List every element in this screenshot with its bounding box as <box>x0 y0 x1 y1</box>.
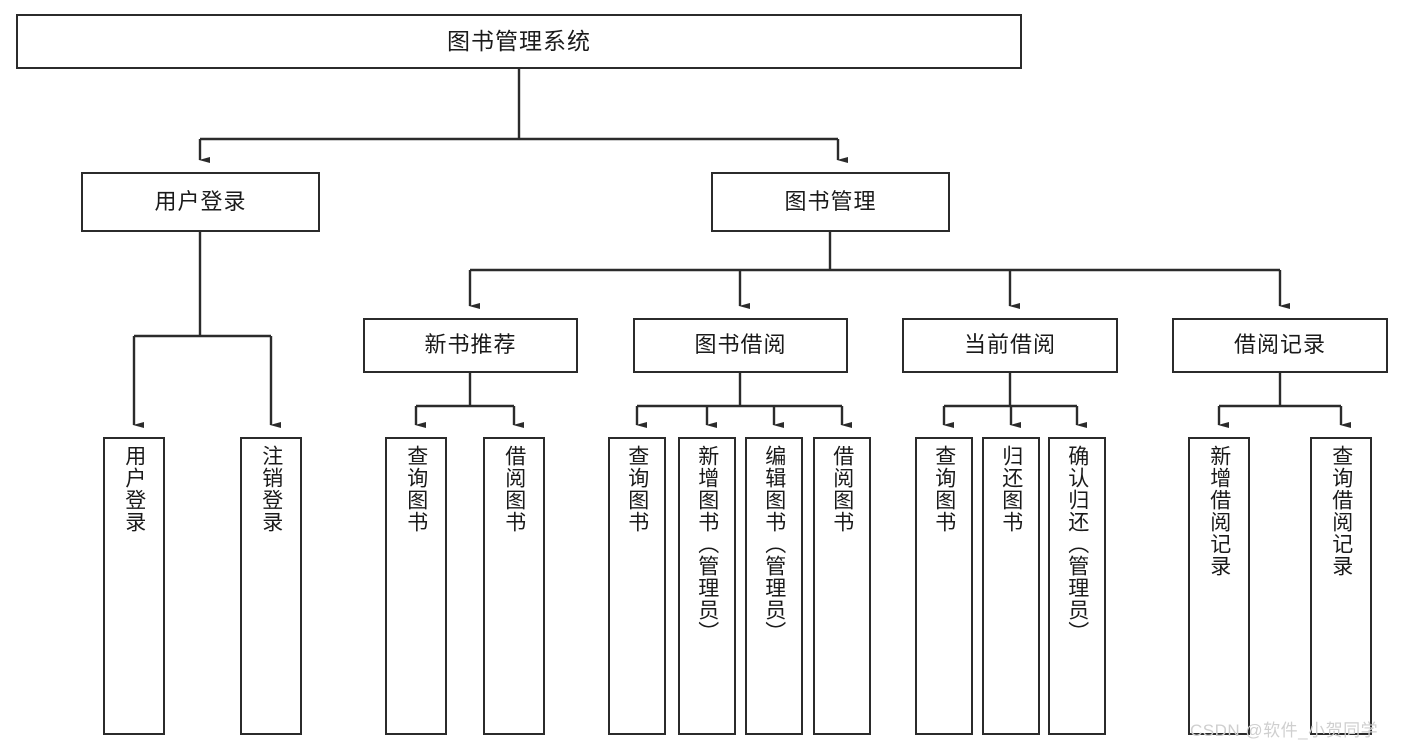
node-label: 注销登录 <box>259 445 283 533</box>
node-label: 图书管理 <box>784 188 877 214</box>
node-label: 用户登录 <box>154 188 247 214</box>
leaf-user-login[interactable]: 用户登录 <box>103 437 165 735</box>
node-borrow-record[interactable]: 借阅记录 <box>1172 318 1388 373</box>
node-label: 新增图书（管理员） <box>695 445 719 643</box>
leaf-borrow-book[interactable]: 借阅图书 <box>813 437 871 735</box>
node-new-book-recommend[interactable]: 新书推荐 <box>363 318 578 373</box>
leaf-query-books-current[interactable]: 查询图书 <box>915 437 973 735</box>
node-label: 新书推荐 <box>424 332 517 358</box>
node-label: 查询图书 <box>625 445 649 533</box>
leaf-logout[interactable]: 注销登录 <box>240 437 302 735</box>
leaf-return-book[interactable]: 归还图书 <box>982 437 1040 735</box>
leaf-borrow-books-recommend[interactable]: 借阅图书 <box>483 437 545 735</box>
node-label: 编辑图书（管理员） <box>762 445 786 643</box>
node-current-borrow[interactable]: 当前借阅 <box>902 318 1118 373</box>
node-book-management[interactable]: 图书管理 <box>711 172 950 232</box>
leaf-query-borrow-record[interactable]: 查询借阅记录 <box>1310 437 1372 735</box>
node-label: 查询借阅记录 <box>1329 445 1353 577</box>
node-label: 归还图书 <box>999 445 1023 533</box>
leaf-query-books-borrow[interactable]: 查询图书 <box>608 437 666 735</box>
node-label: 当前借阅 <box>963 332 1056 358</box>
node-root[interactable]: 图书管理系统 <box>16 14 1022 69</box>
node-label: 借阅记录 <box>1233 332 1326 358</box>
csdn-watermark: CSDN @软件_小贺同学 <box>1190 721 1379 740</box>
node-label: 图书管理系统 <box>447 27 591 54</box>
leaf-query-books-recommend[interactable]: 查询图书 <box>385 437 447 735</box>
node-label: 借阅图书 <box>830 445 854 533</box>
node-user-login[interactable]: 用户登录 <box>81 172 320 232</box>
node-book-borrow[interactable]: 图书借阅 <box>633 318 848 373</box>
node-label: 图书借阅 <box>694 332 787 358</box>
node-label: 用户登录 <box>122 445 146 533</box>
leaf-confirm-return-admin[interactable]: 确认归还（管理员） <box>1048 437 1106 735</box>
node-label: 查询图书 <box>404 445 428 533</box>
node-label: 确认归还（管理员） <box>1065 445 1089 643</box>
leaf-add-borrow-record[interactable]: 新增借阅记录 <box>1188 437 1250 735</box>
node-label: 新增借阅记录 <box>1207 445 1231 577</box>
leaf-add-book-admin[interactable]: 新增图书（管理员） <box>678 437 736 735</box>
leaf-edit-book-admin[interactable]: 编辑图书（管理员） <box>745 437 803 735</box>
node-label: 查询图书 <box>932 445 956 533</box>
node-label: 借阅图书 <box>502 445 526 533</box>
